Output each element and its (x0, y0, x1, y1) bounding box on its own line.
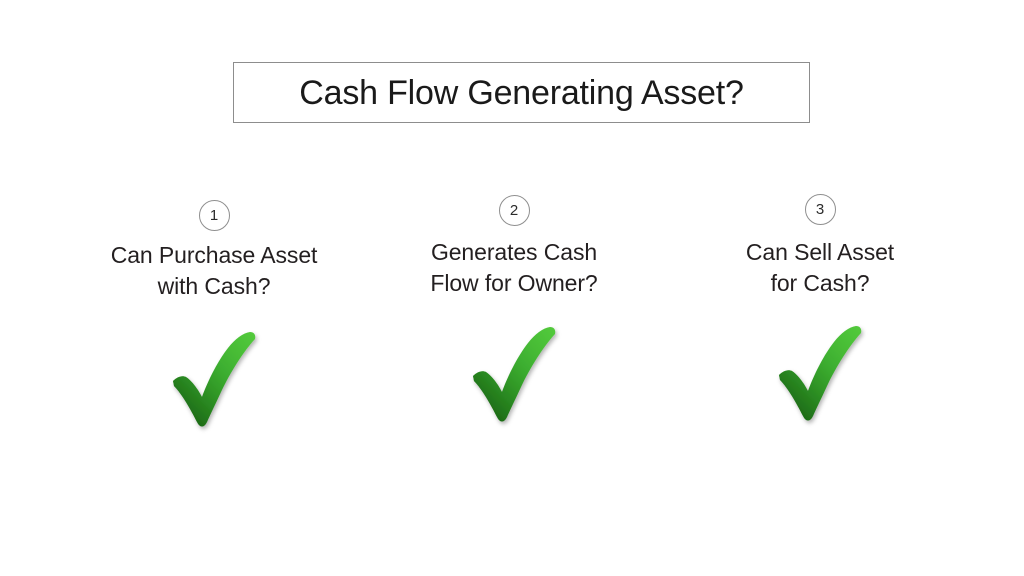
criteria-column-2: 2 Generates Cash Flow for Owner? (364, 190, 664, 433)
step-number-3: 3 (815, 201, 825, 218)
step-number-badge-1: 1 (198, 200, 230, 231)
criteria-column-3: 3 Can Sell Asset for Cash? (670, 190, 970, 432)
criteria-label-3: Can Sell Asset for Cash? (745, 239, 895, 296)
criteria-columns: 1 Can Purchase Asset with Cash? (0, 190, 1024, 440)
green-checkmark-icon (779, 326, 862, 421)
criteria-label-1: Can Purchase Asset with Cash? (110, 242, 318, 299)
step-number-badge-2: 2 (498, 195, 530, 226)
check-container-2 (454, 313, 574, 433)
green-checkmark-icon (173, 332, 256, 427)
step-number-1: 1 (209, 207, 219, 224)
step-number-2: 2 (509, 202, 519, 219)
check-container-3 (760, 312, 880, 432)
criteria-column-1: 1 Can Purchase Asset with Cash? (64, 190, 364, 438)
green-checkmark-icon (473, 327, 556, 422)
criteria-label-2: Generates Cash Flow for Owner? (430, 239, 598, 296)
step-number-badge-3: 3 (804, 194, 836, 225)
title-box: Cash Flow Generating Asset? (233, 62, 810, 123)
page-title: Cash Flow Generating Asset? (299, 73, 744, 112)
check-container-1 (154, 318, 274, 438)
